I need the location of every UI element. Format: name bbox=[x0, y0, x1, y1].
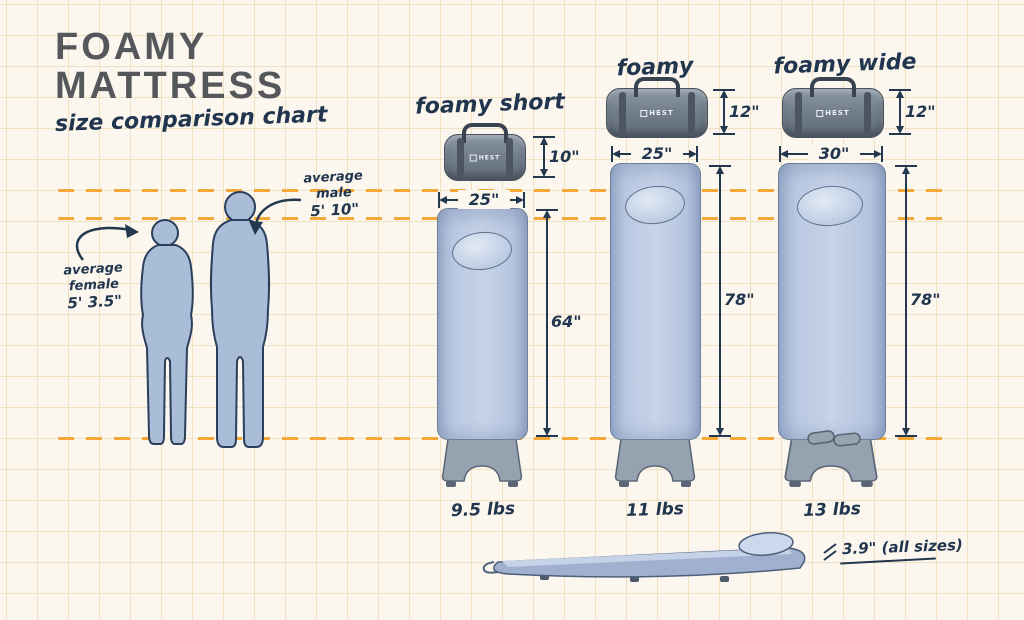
length-label: 78" bbox=[724, 290, 755, 309]
arrowhead-male-icon bbox=[249, 221, 263, 235]
product-bag-foamy: HEST bbox=[606, 88, 708, 138]
weight-label-foamy: 11 lbs bbox=[625, 498, 685, 522]
product-name-foamy: foamy bbox=[616, 53, 694, 82]
bag-height-label: 12" bbox=[729, 102, 760, 121]
side-view-mattress bbox=[482, 532, 806, 582]
length-dimension bbox=[536, 209, 558, 437]
thickness-label: 3.9" (all sizes) bbox=[841, 535, 964, 559]
brand-logo: HEST bbox=[469, 154, 501, 161]
bag-height-dimension bbox=[713, 89, 735, 135]
page-title-line2: MATTRESS bbox=[55, 64, 286, 107]
brand-logo: HEST bbox=[640, 109, 673, 117]
bag-strap-icon bbox=[619, 92, 626, 134]
product-bag-foamy-wide: HEST bbox=[782, 88, 884, 138]
width-label: 25" bbox=[458, 190, 510, 209]
thickness-underline bbox=[840, 557, 936, 565]
human-silhouettes bbox=[140, 191, 271, 448]
curved-arrow-icons bbox=[75, 198, 302, 261]
curved-arrow-to-female-icon bbox=[75, 226, 132, 261]
product-name-foamy-short: foamy short bbox=[414, 89, 566, 120]
shoes-icon bbox=[807, 430, 861, 447]
product-bag-foamy-short: HEST bbox=[444, 134, 526, 181]
bag-strap-icon bbox=[795, 92, 802, 134]
brand-logo-mark-icon bbox=[469, 154, 477, 161]
side-view-top-surface bbox=[502, 548, 792, 567]
thickness-tick-icon bbox=[823, 543, 837, 561]
page-subtitle: size comparison chart bbox=[54, 101, 328, 137]
weight-label-foamy-wide: 13 lbs bbox=[802, 498, 862, 522]
width-label: 25" bbox=[631, 144, 683, 163]
brand-logo-text: HEST bbox=[825, 109, 850, 117]
brand-logo-text: HEST bbox=[478, 154, 501, 161]
length-label: 78" bbox=[910, 290, 941, 309]
weight-label-foamy-short: 9.5 lbs bbox=[450, 498, 516, 522]
bag-strap-icon bbox=[506, 138, 513, 177]
brand-logo-mark-icon bbox=[640, 109, 648, 117]
brand-logo-mark-icon bbox=[816, 109, 824, 117]
arrowhead-female-icon bbox=[125, 224, 139, 238]
length-dimension bbox=[895, 165, 917, 437]
bag-height-label: 12" bbox=[905, 102, 936, 121]
mattress-stand-foamy-short bbox=[441, 438, 523, 487]
bag-strap-icon bbox=[864, 92, 871, 134]
bag-height-dimension bbox=[889, 89, 911, 135]
female-silhouette bbox=[140, 244, 194, 445]
side-view-strap-icon bbox=[482, 561, 499, 574]
title-block: FOAMY MATTRESS size comparison chart bbox=[55, 28, 328, 137]
product-name-foamy-wide: foamy wide bbox=[773, 49, 917, 80]
length-dimension bbox=[709, 165, 731, 437]
brand-logo: HEST bbox=[816, 109, 849, 117]
bag-height-dimension bbox=[533, 136, 555, 178]
mattress-stand-foamy bbox=[614, 438, 696, 487]
bag-strap-icon bbox=[688, 92, 695, 134]
bag-height-label: 10" bbox=[549, 147, 580, 166]
mattress-stand-foamy-wide bbox=[784, 438, 878, 487]
page-title-line1: FOAMY bbox=[55, 26, 208, 68]
width-label: 30" bbox=[808, 144, 860, 163]
length-label: 64" bbox=[551, 312, 582, 331]
male-silhouette bbox=[209, 219, 271, 448]
brand-logo-text: HEST bbox=[649, 109, 674, 117]
bag-strap-icon bbox=[457, 138, 464, 177]
side-view-pillow bbox=[738, 532, 794, 556]
